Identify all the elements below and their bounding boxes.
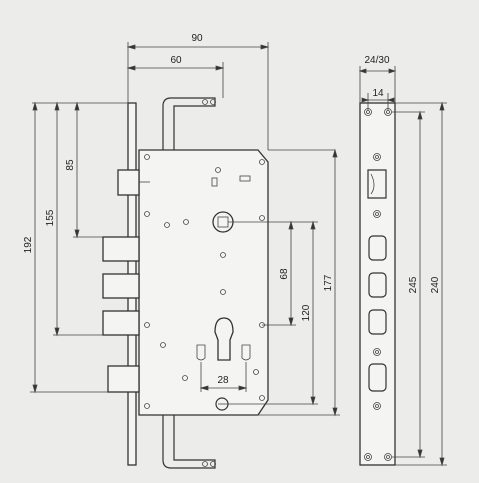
- dim-28: 28: [217, 375, 229, 386]
- faceplate: [359, 102, 396, 466]
- lock-case: [138, 149, 269, 416]
- dim-60: 60: [170, 55, 182, 66]
- bolt-opening-2: [368, 272, 387, 298]
- latch-opening: [367, 169, 387, 199]
- deadbolt-3: [102, 310, 140, 336]
- dim-14: 14: [372, 88, 384, 99]
- dim-24-30: 24/30: [364, 55, 389, 66]
- dim-155: 155: [45, 209, 56, 226]
- deadbolt-4: [107, 365, 140, 393]
- dim-120: 120: [301, 304, 312, 321]
- cylinder-cutout: [214, 317, 234, 361]
- faceplate-front-view: [359, 102, 396, 466]
- dim-68: 68: [279, 268, 290, 280]
- deadbolt-2: [102, 273, 140, 299]
- left-dimensions: [30, 42, 340, 417]
- dim-85: 85: [65, 159, 76, 171]
- top-rod: [162, 97, 216, 150]
- dim-192: 192: [23, 236, 34, 253]
- lock-side-view: [102, 97, 269, 469]
- bolt-opening-3: [368, 309, 387, 335]
- dim-177: 177: [323, 274, 334, 291]
- latch-bolt: [117, 169, 140, 196]
- deadbolt-1: [102, 236, 140, 262]
- right-dimensions: [358, 66, 447, 467]
- dim-245: 245: [408, 276, 419, 293]
- bolt-opening-1: [368, 235, 387, 261]
- dim-240: 240: [430, 276, 441, 293]
- bottom-rod: [162, 415, 216, 469]
- dim-90: 90: [191, 33, 203, 44]
- bolt-opening-4: [368, 363, 387, 392]
